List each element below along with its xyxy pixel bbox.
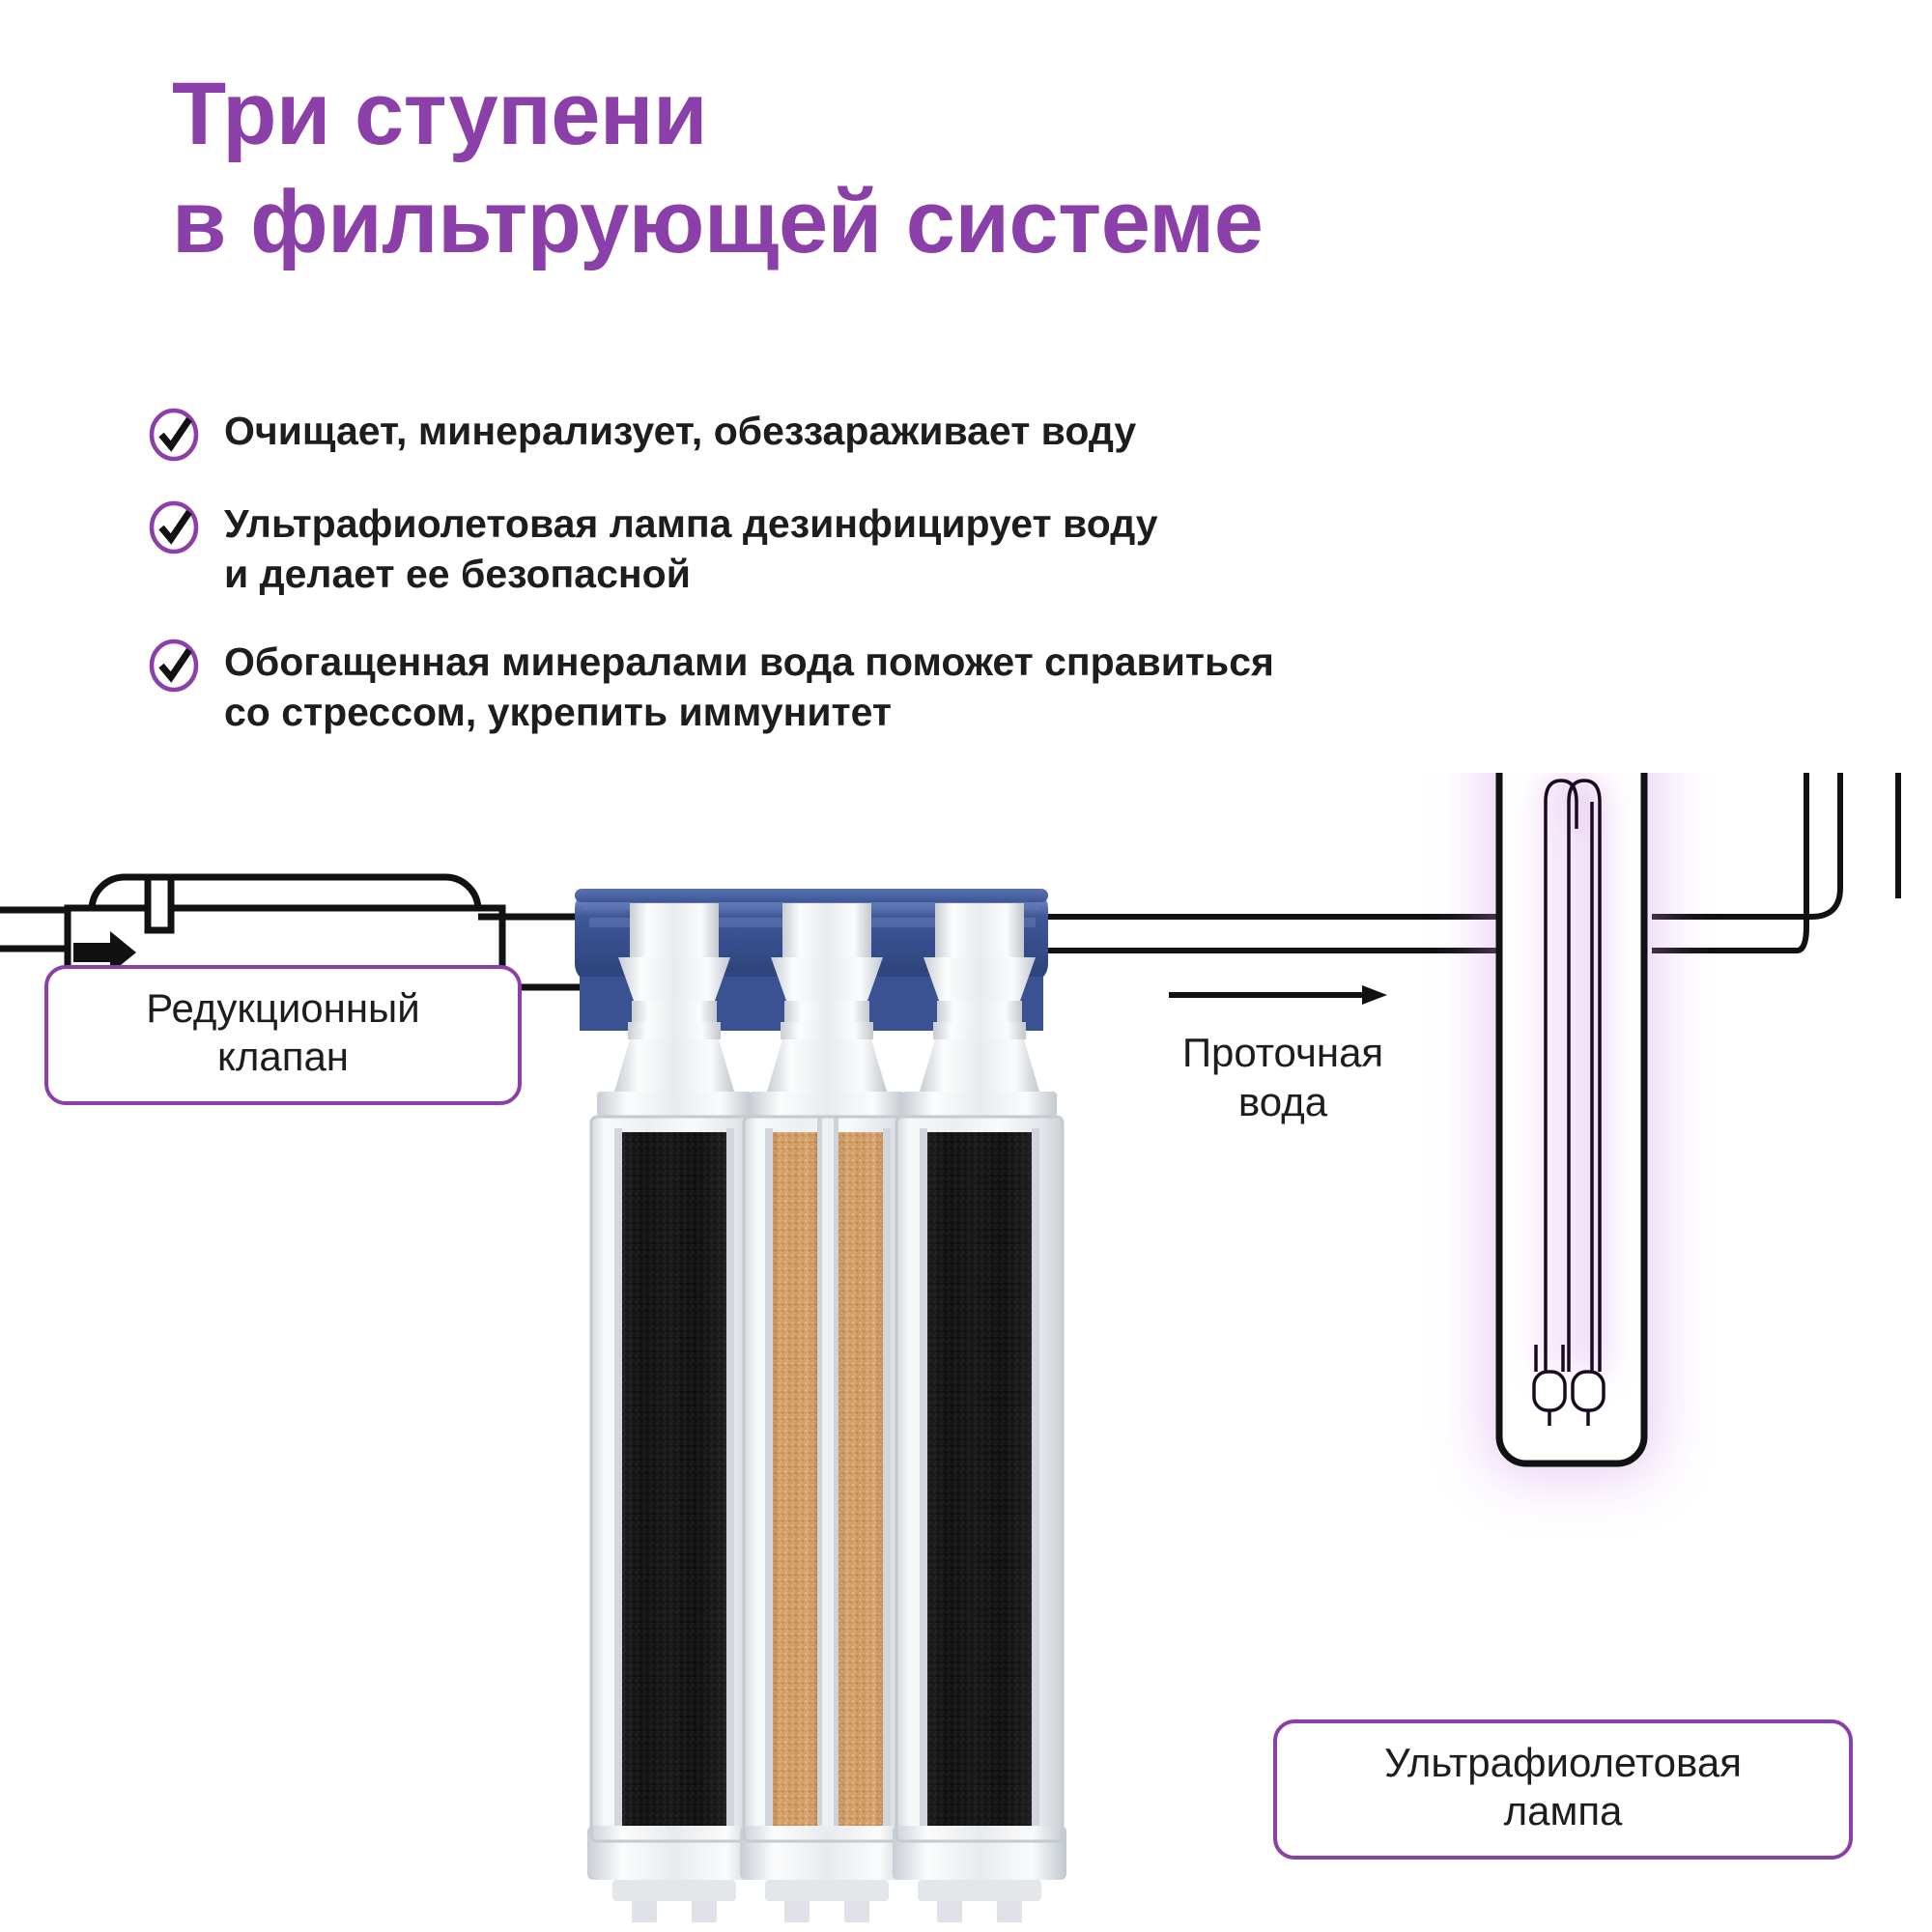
cartridge-1 xyxy=(587,903,761,1922)
callout-uv-lamp: Ультрафиолетовая лампа xyxy=(1273,1719,1853,1860)
callout-reduction-valve: Редукционный клапан xyxy=(44,965,522,1105)
list-item: Ультрафиолетовая лампа дезинфицирует вод… xyxy=(147,497,1866,600)
uv-lamp xyxy=(1488,773,1657,1476)
list-item-label: Обогащенная минералами вода поможет спра… xyxy=(224,639,1274,735)
list-item: Обогащенная минералами вода поможет спра… xyxy=(147,635,1866,738)
uv-lamp-base xyxy=(1532,1345,1605,1426)
page-title: Три ступени в фильтрующей системе xyxy=(172,65,1264,272)
flow-arrow-2 xyxy=(1169,985,1387,1005)
uv-lamp-housing xyxy=(1495,773,1648,1467)
reduction-valve xyxy=(64,873,506,1031)
cartridge-2 xyxy=(740,903,914,1922)
valve-flow-arrow xyxy=(73,931,136,974)
uv-tube-line xyxy=(1544,779,1602,1372)
flow-arrow-3 xyxy=(1895,773,1901,898)
label-flowing-water: Проточная вода xyxy=(1181,1030,1384,1125)
pipe-uv-outlet xyxy=(1652,773,1843,953)
filtration-system-diagram xyxy=(0,773,1932,1932)
pipe-manifold-to-uv xyxy=(1048,914,1502,953)
feature-list: Очищает, минерализует, обеззараживает во… xyxy=(147,404,1866,773)
check-circle-icon xyxy=(147,639,201,693)
list-item: Очищает, минерализует, обеззараживает во… xyxy=(147,404,1866,462)
list-item-label: Ультрафиолетовая лампа дезинфицирует вод… xyxy=(224,501,1158,597)
cartridge-3 xyxy=(893,903,1066,1922)
list-item-label: Очищает, минерализует, обеззараживает во… xyxy=(224,409,1137,453)
filter-assembly xyxy=(575,889,1066,1922)
check-circle-icon xyxy=(147,408,201,462)
check-circle-icon xyxy=(147,500,201,554)
